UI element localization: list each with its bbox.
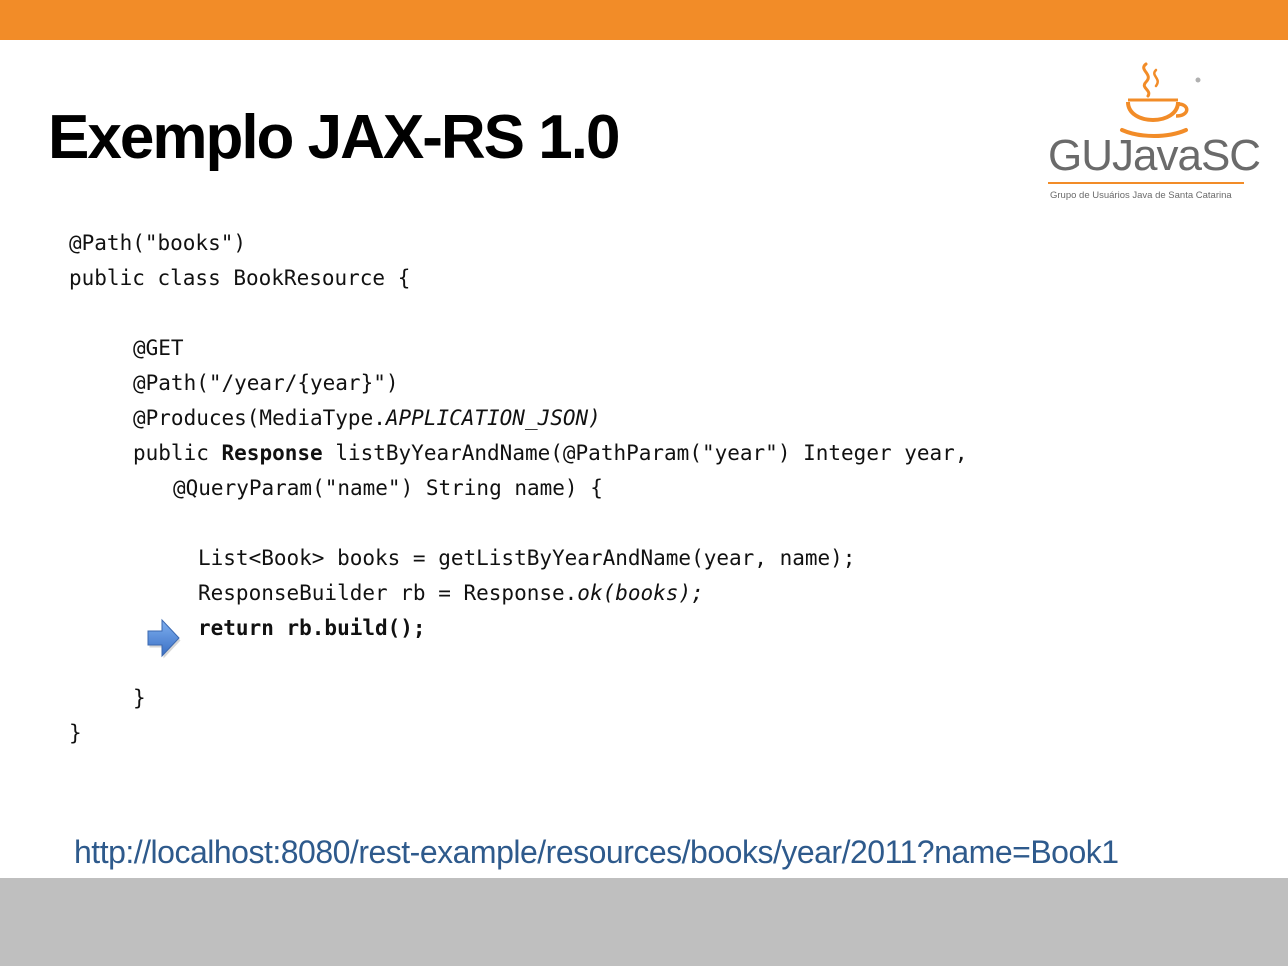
code-line: } bbox=[133, 686, 146, 710]
code-line: public class BookResource { bbox=[69, 266, 411, 290]
logo-wordmark: GUJavaSC bbox=[1048, 131, 1261, 180]
code-line: @GET bbox=[133, 336, 184, 360]
gujavasc-logo: GUJavaSC Grupo de Usuários Java de Santa… bbox=[1044, 60, 1261, 210]
slide-title: Exemplo JAX-RS 1.0 bbox=[48, 103, 620, 172]
code-line: @QueryParam("name") String name) { bbox=[173, 476, 603, 500]
right-arrow-icon bbox=[147, 618, 181, 659]
code-line: ResponseBuilder rb = Response.ok(books); bbox=[198, 581, 704, 605]
code-line: @Produces(MediaType.APPLICATION_JSON) bbox=[133, 406, 601, 430]
example-url: http://localhost:8080/rest-example/resou… bbox=[74, 834, 1119, 870]
top-accent-bar bbox=[0, 0, 1288, 40]
code-line: } bbox=[69, 721, 82, 745]
code-line: List<Book> books = getListByYearAndName(… bbox=[198, 546, 856, 570]
code-line: @Path("/year/{year}") bbox=[133, 371, 399, 395]
code-line-highlighted: return rb.build(); bbox=[198, 616, 426, 640]
code-line: @Path("books") bbox=[69, 231, 247, 255]
logo-tagline: Grupo de Usuários Java de Santa Catarina bbox=[1050, 190, 1232, 201]
code-line: public Response listByYearAndName(@PathP… bbox=[133, 441, 968, 465]
bottom-bar bbox=[0, 878, 1288, 966]
logo-underline bbox=[1048, 182, 1244, 184]
coffee-cup-icon bbox=[1120, 62, 1201, 138]
